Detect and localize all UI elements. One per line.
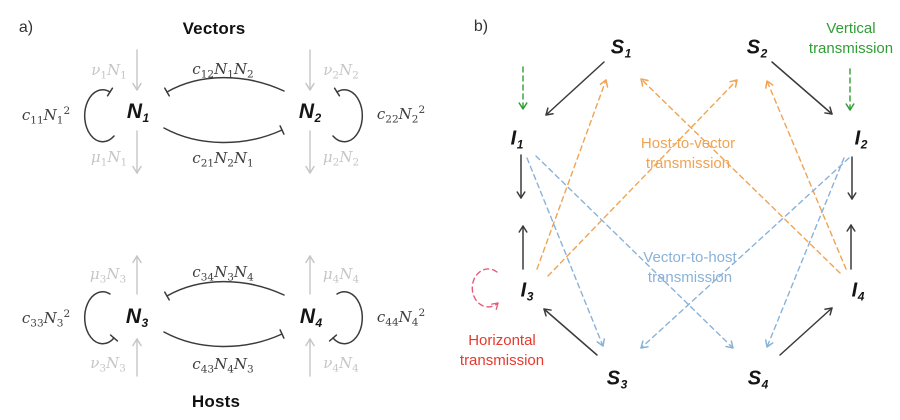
node-s4-sub: 4 (761, 377, 769, 392)
arrow-s3-to-i3 (543, 308, 598, 356)
node-n3-sub: 3 (141, 316, 149, 330)
node-n1-base: N (126, 100, 142, 123)
node-s3: S3 (607, 368, 628, 391)
rate-label-c21: c21N2N1 (192, 149, 254, 170)
competition-curve-c34 (164, 280, 285, 301)
rate-label-c11: c11N12 (21, 105, 71, 127)
rate-label-mu3: μ3N3 (89, 265, 127, 286)
arrow-s1-to-i1 (545, 61, 605, 116)
rate-label-nu1: ν1N1 (91, 61, 127, 82)
rate-label-mu2: μ2N2 (322, 148, 360, 169)
node-i3: I3 (521, 280, 534, 303)
panel-a-tag: a) (18, 19, 34, 36)
competition-curve-c12 (164, 76, 285, 97)
node-i4: I4 (852, 280, 865, 303)
rate-label-c33: c33N32 (21, 308, 71, 330)
node-s1-base: S (610, 36, 625, 59)
node-n2: N2 (299, 100, 321, 124)
host-to-vector-line2: transmission (645, 155, 731, 172)
horizontal-transmission-loop-i3 (471, 268, 499, 310)
panel-a-hosts-shapes (83, 255, 364, 377)
node-s4: S4 (748, 368, 769, 391)
vector-to-host-label: Vector-to-host transmission (643, 248, 736, 288)
node-n2-base: N (298, 100, 314, 123)
node-s1: S1 (611, 37, 632, 60)
rate-label-c44: c44N42 (376, 307, 426, 329)
vertical-transmission-line2: transmission (808, 40, 894, 57)
host-to-vector-line1: Host-to-vector (640, 135, 736, 152)
node-n3: N3 (126, 305, 148, 329)
rate-label-mu1: μ1N1 (90, 148, 128, 169)
vertical-transmission-line1: Vertical (826, 20, 876, 37)
self-limitation-loop-n3 (83, 291, 119, 345)
vector-to-host-arrow-i2-s4 (764, 157, 845, 348)
node-s3-sub: 3 (620, 377, 628, 392)
vector-to-host-arrow-i1-s4 (535, 155, 734, 349)
self-limitation-loop-n4 (328, 291, 364, 345)
node-i2-base: I (854, 127, 861, 150)
node-s1-sub: 1 (624, 46, 632, 61)
host-to-vector-arrow-i4-s1 (640, 78, 841, 274)
vector-to-host-line1: Vector-to-host (643, 249, 737, 266)
host-to-vector-arrow-i3-s1 (536, 79, 609, 270)
node-s3-base: S (606, 367, 621, 390)
competition-curve-c43 (163, 329, 285, 348)
node-s2-base: S (746, 36, 761, 59)
vector-to-host-arrow-i2-s3 (640, 157, 850, 349)
panel-b-tag: b) (473, 18, 489, 35)
horizontal-transmission-line1: Horizontal (468, 332, 536, 349)
rate-label-c34: c34N3N4 (192, 263, 254, 284)
node-i4-base: I (851, 279, 858, 302)
rate-label-c12: c12N1N2 (192, 60, 254, 81)
rate-label-c43: c43N4N3 (192, 355, 254, 376)
vector-to-host-arrow-i1-s3 (526, 157, 606, 347)
horizontal-transmission-label: Horizontal transmission (460, 331, 544, 371)
node-n1: N1 (127, 100, 149, 124)
competition-curve-c21 (163, 125, 285, 144)
node-i1-base: I (510, 127, 517, 150)
node-n3-base: N (125, 305, 141, 328)
host-to-vector-arrow-i4-s2 (765, 80, 847, 270)
node-n4-sub: 4 (315, 316, 323, 330)
host-to-vector-label: Host-to-vector transmission (641, 134, 735, 174)
node-n1-sub: 1 (142, 111, 150, 125)
node-i3-base: I (520, 279, 527, 302)
arrow-s4-to-i4 (779, 307, 833, 356)
rate-label-nu4: ν4N4 (323, 354, 359, 375)
node-n4: N4 (300, 305, 322, 329)
node-n4-base: N (299, 305, 315, 328)
rate-label-nu3: ν3N3 (90, 354, 126, 375)
node-s2-sub: 2 (760, 46, 768, 61)
node-i3-sub: 3 (526, 289, 534, 304)
rate-label-c22: c22N22 (376, 104, 426, 126)
node-i1-sub: 1 (516, 137, 524, 152)
node-i2-sub: 2 (860, 137, 868, 152)
self-limitation-loop-n2 (332, 87, 364, 143)
arrow-s2-to-i2 (771, 61, 833, 115)
node-i4-sub: 4 (857, 289, 865, 304)
node-i1: I1 (511, 128, 524, 151)
rate-label-nu2: ν2N2 (323, 61, 359, 82)
vector-to-host-line2: transmission (647, 269, 733, 286)
panel-a-vectors-shapes (83, 49, 364, 174)
vertical-transmission-label: Vertical transmission (809, 19, 893, 59)
panel-b-shapes (471, 61, 857, 356)
node-n2-sub: 2 (314, 111, 322, 125)
vectors-title: Vectors (182, 19, 246, 38)
node-i2: I2 (855, 128, 868, 151)
horizontal-transmission-line2: transmission (459, 352, 545, 369)
self-limitation-loop-n1 (83, 87, 115, 143)
rate-label-mu4: μ4N4 (322, 265, 360, 286)
hosts-title: Hosts (191, 392, 241, 411)
node-s2: S2 (747, 37, 768, 60)
host-to-vector-arrow-i3-s2 (547, 79, 738, 277)
node-s4-base: S (747, 367, 762, 390)
